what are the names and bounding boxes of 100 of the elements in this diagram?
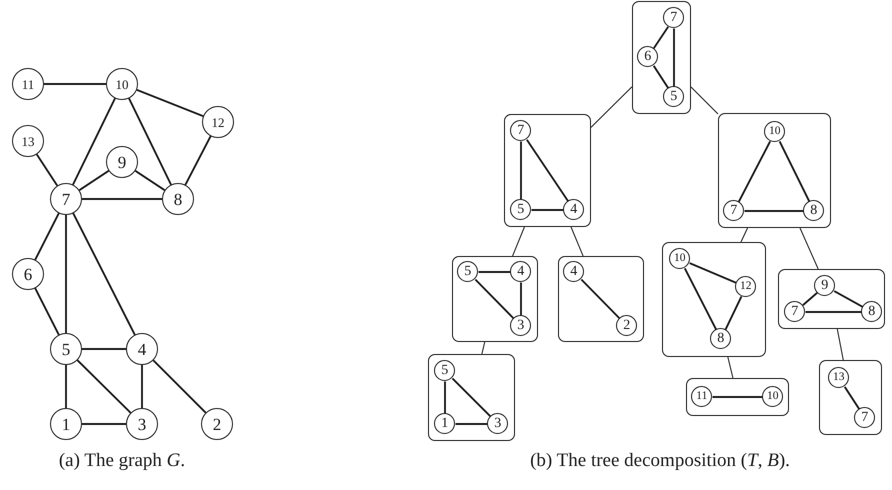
vertex-circle: 10 [106,68,138,100]
vertex-circle: 9 [814,275,836,296]
graph-edge [724,296,742,330]
vertex-circle: 4 [126,333,158,365]
graph-edge [806,311,862,313]
tree-edge [836,328,844,360]
vertex-circle: 8 [803,200,824,222]
bag-frame [428,354,515,441]
graph-edge [673,28,675,86]
graph-edge [452,378,492,418]
graph-edge [82,423,126,425]
graph-edge [684,268,718,330]
graph-edge [444,382,446,414]
vertex-circle: 5 [457,261,478,282]
graph-edge [136,89,204,117]
graph-edge [744,210,804,212]
tree-edge [800,228,819,270]
graph-edge [72,212,136,336]
graph-edge [184,136,212,186]
graph-edge [134,170,166,191]
vertex-circle: 8 [710,328,732,350]
graph-edge [652,65,670,89]
vertex-circle: 8 [162,183,194,215]
vertex-circle: 5 [50,333,82,365]
graph-edge [738,140,771,202]
vertex-circle: 7 [663,7,684,28]
graph-edge [72,98,116,186]
vertex-circle: 6 [12,258,44,290]
graph-edge [128,98,172,186]
tree-edge [727,356,734,378]
graph-edge [520,142,522,200]
graph-edge [532,209,564,211]
graph-edge [65,215,67,333]
bag-frame [558,256,644,342]
graph-edge [712,396,762,398]
graph-edge [34,212,60,260]
vertex-circle: 1 [434,413,456,434]
bag-frame [662,242,766,357]
graph-edge [689,262,737,284]
vertex-circle: 4 [510,261,532,282]
graph-edge [152,360,206,414]
vertex-circle: 13 [828,367,850,388]
graph-edge [653,26,669,49]
graph-edge [141,365,143,408]
vertex-circle: 4 [563,261,584,282]
tree-edge [590,86,632,128]
graph-edge [44,83,106,85]
graph-edge [456,423,488,425]
vertex-circle: 13 [12,125,44,157]
vertex-circle: 7 [784,301,806,322]
vertex-circle: 2 [201,408,233,440]
vertex-circle: 7 [854,407,876,428]
vertex-circle: 3 [510,315,532,336]
graph-edge [778,141,810,202]
bag-frame [819,360,882,435]
vertex-circle: 5 [434,360,456,382]
graph-edge [802,292,818,306]
vertex-circle: 7 [723,200,744,222]
vertex-circle: 11 [691,386,712,408]
vertex-circle: 7 [50,183,82,215]
graph-edge [78,170,110,191]
graph-edge [478,271,510,273]
tree-edge [512,226,525,256]
bag-frame [504,114,591,227]
graph-edge [36,154,58,186]
graph-edge [844,386,860,410]
vertex-circle: 10 [764,121,786,142]
vertex-circle: 12 [735,276,756,298]
vertex-circle: 3 [126,408,158,440]
vertex-circle: 10 [762,386,784,408]
bag-frame [778,269,885,329]
graph-edge [520,282,522,316]
graph-edge [34,288,60,336]
vertex-circle: 3 [487,413,508,434]
vertex-circle: 10 [669,248,690,270]
graph-edge [580,278,620,320]
figure-caption: (b) The tree decomposition (T, B). [530,450,790,472]
graph-edge [65,365,67,408]
graph-edge [474,278,514,320]
bag-frame [718,113,831,228]
vertex-circle: 6 [637,46,658,68]
vertex-circle: 5 [663,86,684,108]
bag-frame [632,1,691,114]
vertex-circle: 5 [510,199,532,220]
graph-edge [526,139,569,202]
vertex-circle: 11 [12,68,44,100]
graph-edge [834,290,864,308]
figure-caption: (a) The graph G. [58,450,186,472]
tree-edge [570,226,584,256]
bag-frame [452,256,538,342]
tree-edge [740,228,748,242]
vertex-circle: 1 [50,408,82,440]
graph-edge [76,360,132,414]
vertex-circle: 8 [861,301,882,322]
graph-edge [82,348,126,350]
vertex-circle: 2 [616,315,638,336]
tree-edge [481,342,486,354]
vertex-circle: 12 [202,106,234,138]
vertex-circle: 4 [563,199,584,220]
bag-frame [686,378,789,416]
